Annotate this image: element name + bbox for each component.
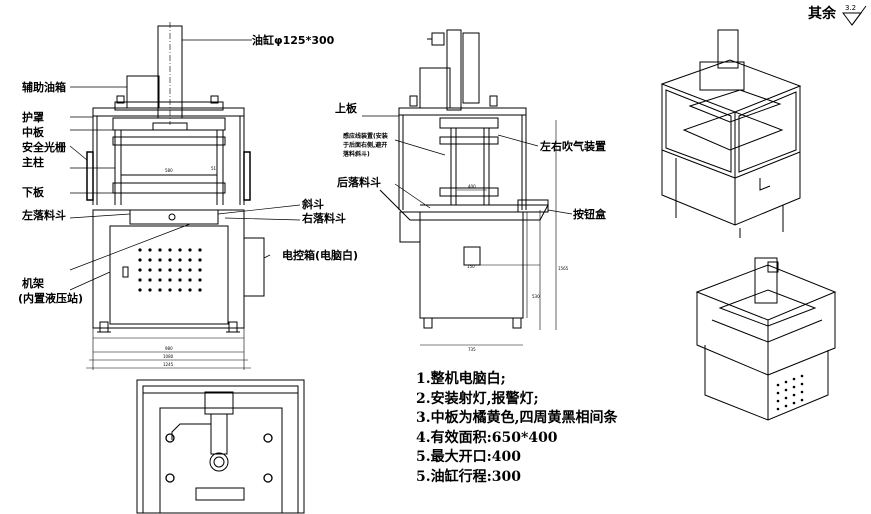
label-slant-chute: 斜斗 [301,197,324,211]
label-frame: 机架 [22,276,44,290]
side-dim-735: 735 [468,347,476,352]
label-aux-tank: 辅助油箱 [22,80,66,94]
finish-label: 其余 [808,5,837,22]
label-frame-note: (内置液压站) [18,291,83,305]
surface-finish-note: 其余 3.2 [808,4,867,26]
dim-1080: 1080 [163,354,174,359]
label-cylinder: 油缸φ125*300 [252,33,335,47]
side-dim-1565: 1565 [558,266,569,271]
middle-plate-shape [112,117,226,131]
label-right-chute: 右落料斗 [301,211,346,225]
label-sensor-note-3: 落料斜斗) [343,150,370,158]
label-guard: 护罩 [22,110,44,124]
front-view: 580 980 1080 1245 51 油缸φ125*300 辅助油箱 护罩 … [18,22,358,370]
frame-body [92,209,245,329]
note-item: 5.最大开口:400 [416,449,522,466]
label-rear-chute: 后落料斗 [337,175,381,189]
note-item: 3.中板为橘黄色,四周黄黑相间条 [416,410,618,427]
side-dim-530: 530 [532,294,540,299]
side-dim-400: 400 [468,184,476,189]
label-sensor-note-2: 于后面右侧,避开 [343,141,387,149]
top-view [136,379,305,514]
label-air-blow: 左右吹气装置 [539,139,606,153]
label-electric-box: 电控箱(电脑白) [282,248,358,262]
note-item: 4.有效面积:650*400 [416,429,558,446]
aux-tank-shape [126,75,160,109]
iso-view-1 [660,29,802,238]
label-button-box: 按钮盒 [573,207,607,221]
label-upper-plate: 上板 [335,101,358,115]
label-sensor-note-1: 感应线装置(安装 [343,132,388,140]
dim-51: 51 [211,166,217,171]
dim-980: 980 [165,346,173,351]
dim-1245: 1245 [163,362,174,367]
label-middle-plate: 中板 [22,125,45,139]
chute-shape [129,209,219,225]
notes-list: 1.整机电脑白; 2.安装射灯,报警灯; 3.中板为橘黄色,四周黄黑相间条 4.… [416,370,618,488]
label-light-curtain: 安全光栅 [22,140,66,154]
side-dim-150: 150 [467,264,475,269]
note-item: 2.安装射灯,报警灯; [416,390,539,407]
label-left-chute: 左落料斗 [21,208,66,222]
label-main-column: 主柱 [22,155,44,169]
note-item: 5.油缸行程:300 [416,468,522,485]
finish-roughness: 3.2 [845,4,856,12]
electric-box-shape [243,237,265,297]
dim-580: 580 [165,168,173,173]
note-item: 1.整机电脑白; [416,371,506,387]
side-view: 400 150 735 530 1565 上板 感应线装置(安装 于后面右侧,避… [335,29,607,352]
iso-view-2 [695,257,837,421]
label-lower-plate: 下板 [22,185,45,199]
